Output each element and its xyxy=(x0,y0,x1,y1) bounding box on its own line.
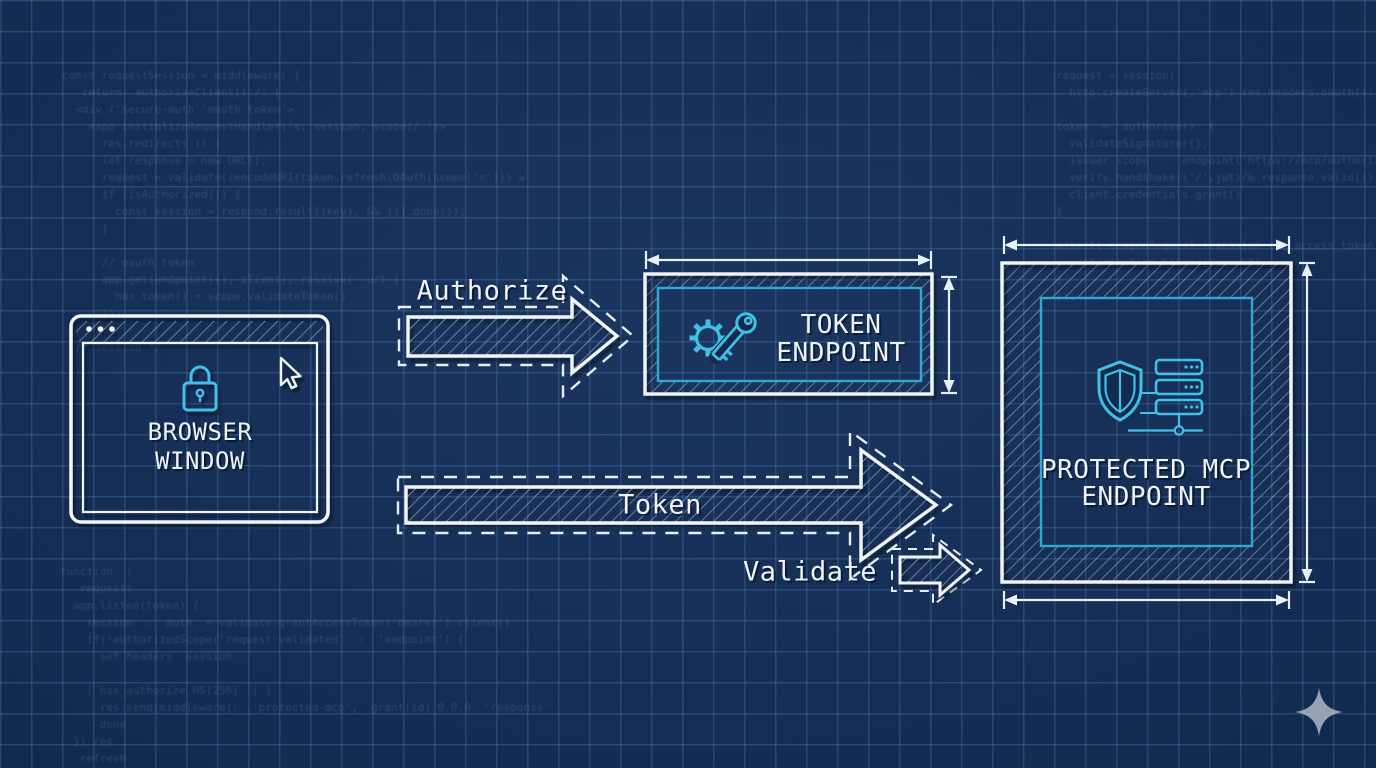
window-dots-icon xyxy=(86,326,115,332)
browser-titlebar xyxy=(76,321,323,342)
authorize-arrow xyxy=(397,273,635,399)
token-endpoint-label-line1: TOKEN xyxy=(800,310,882,340)
token-endpoint-box xyxy=(643,251,957,396)
dimension-line-right xyxy=(941,275,957,395)
shield-server-icon xyxy=(1097,358,1204,436)
token-arrow xyxy=(396,428,954,582)
validate-arrow xyxy=(891,533,983,607)
authorize-arrow-label: Authorize xyxy=(416,275,568,307)
protected-endpoint-label-line2: ENDPOINT xyxy=(1081,482,1211,512)
token-arrow-label: Token xyxy=(618,489,702,521)
sparkle-icon xyxy=(1295,688,1343,736)
dimension-line-right xyxy=(1299,261,1315,584)
cursor-icon xyxy=(279,356,302,390)
authorize-arrow-dashed-outline xyxy=(397,273,635,399)
gear-key-icon xyxy=(689,312,757,364)
token-arrow-body xyxy=(404,446,939,564)
dimension-line-bottom xyxy=(1002,591,1291,609)
token-endpoint-label-line2: ENDPOINT xyxy=(776,338,906,368)
authorize-arrow-body xyxy=(406,295,620,377)
dimension-line-top xyxy=(644,251,933,269)
validate-arrow-label: Validate xyxy=(742,556,878,588)
lock-icon xyxy=(182,365,218,412)
browser-window-label-line1: BROWSER xyxy=(147,418,253,446)
protected-endpoint-box xyxy=(1000,236,1315,609)
browser-window-box xyxy=(69,314,330,524)
validate-arrow-body xyxy=(898,541,972,599)
browser-window-label-line2: WINDOW xyxy=(155,447,245,475)
dimension-line-top xyxy=(1002,236,1291,254)
protected-endpoint-label-line1: PROTECTED MCP xyxy=(1041,455,1251,485)
validate-arrow-dashed-outline xyxy=(891,533,983,607)
